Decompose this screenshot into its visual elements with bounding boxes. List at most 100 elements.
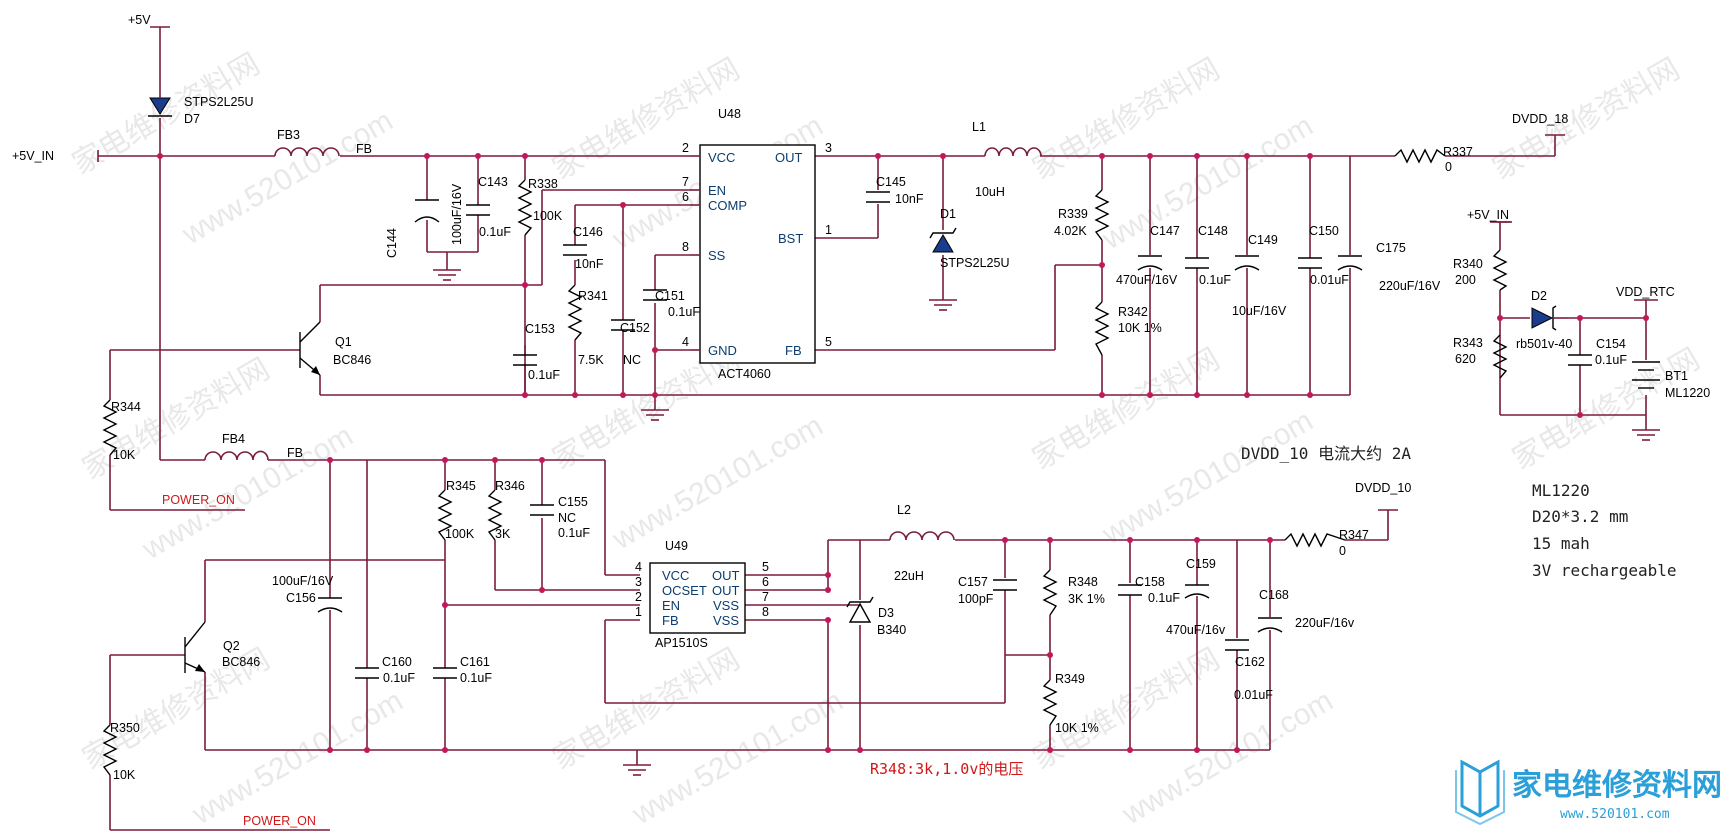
transistor-q2 (184, 621, 206, 673)
label-c160-ref: C160 (382, 655, 412, 669)
capacitor-c148 (1185, 257, 1209, 269)
label-c160-value: 0.1uF (383, 671, 415, 685)
label-l2-ref: L2 (897, 503, 911, 517)
label-c155-value: NC (558, 511, 576, 525)
label-bt1-ref: BT1 (1665, 369, 1688, 383)
note-ml-type: 3V rechargeable (1532, 561, 1677, 580)
label-r348-ref: R348 (1068, 575, 1098, 589)
resistor-r340 (1492, 249, 1508, 291)
label-c161-ref: C161 (460, 655, 490, 669)
capacitor-c150 (1298, 257, 1322, 269)
capacitor-c175 (1337, 255, 1363, 271)
ic-part-ap1510s: AP1510S (655, 636, 708, 650)
capacitor-c149 (1234, 255, 1260, 271)
label-c175-value: 220uF/16V (1379, 279, 1441, 293)
label-c156-value: 100uF/16V (272, 574, 334, 588)
label-r345-ref: R345 (446, 479, 476, 493)
symbols (102, 26, 1660, 776)
watermark-text: 家电维修资料网 (67, 47, 265, 181)
u49-pin-out: OUT (712, 583, 740, 598)
label-r345-value: 100K (445, 527, 475, 541)
u48-pin-fb: FB (785, 343, 802, 358)
net-label-fb: FB (287, 446, 303, 460)
ic-ref-u49: U49 (665, 539, 688, 553)
label-c145-ref: C145 (876, 175, 906, 189)
ic-u48: U48 VCC EN COMP SS GND OUT BST FB 2 7 6 … (682, 107, 832, 381)
label-r344-ref: R344 (111, 400, 141, 414)
resistor-r349 (1042, 679, 1058, 726)
label-d1-ref: D1 (940, 207, 956, 221)
label-c152-value: NC (623, 353, 641, 367)
label-c158-ref: C158 (1135, 575, 1165, 589)
label-c168-ref: C168 (1259, 588, 1289, 602)
u48-pin-bst: BST (778, 231, 803, 246)
label-d2-ref: D2 (1531, 289, 1547, 303)
label-c159-ref: C159 (1186, 557, 1216, 571)
capacitor-c161 (433, 667, 457, 679)
rail-label-dvdd18: DVDD_18 (1512, 112, 1568, 126)
logo-text: 家电维修资料网 (1512, 768, 1722, 803)
label-c154-value: 0.1uF (1595, 353, 1627, 367)
label-c161-value: 0.1uF (460, 671, 492, 685)
diode-d2 (1531, 305, 1568, 331)
diode-d3 (846, 596, 874, 623)
label-c144-value: 100uF/16V (450, 183, 464, 245)
note-ml-capacity: 15 mah (1532, 534, 1590, 553)
capacitor-c153 (513, 354, 537, 366)
resistor-r339 (1094, 189, 1110, 241)
resistor-r338 (517, 179, 533, 236)
resistor-r343 (1492, 334, 1508, 379)
label-r338-value: 100K (533, 209, 563, 223)
capacitor-c160 (355, 667, 379, 679)
label-c152-ref: C152 (620, 321, 650, 335)
battery-bt1 (1632, 361, 1660, 389)
label-c144-ref: C144 (385, 228, 399, 258)
label-r341-ref: R341 (578, 289, 608, 303)
capacitor-c145 (866, 191, 890, 203)
label-c147-value: 470uF/16V (1116, 273, 1178, 287)
u48-pin-vcc: VCC (708, 150, 735, 165)
label-c159-value: 470uF/16v (1166, 623, 1226, 637)
label-c153-value: 0.1uF (528, 368, 560, 382)
net-label-power-on: POWER_ON (243, 814, 316, 828)
label-d3-value: B340 (877, 623, 906, 637)
note-ml1220: ML1220 (1532, 481, 1590, 500)
capacitor-c146 (563, 244, 587, 256)
u49-pin-fb: FB (662, 613, 679, 628)
u49-pin-vcc: VCC (662, 568, 689, 583)
label-c145-value: 10nF (895, 192, 924, 206)
resistor-r341 (567, 284, 583, 341)
capacitor-c168 (1257, 617, 1283, 633)
resistor-r348 (1042, 569, 1058, 616)
watermark-layer: 家电维修资料网 www.520101.com 家电维修资料网 www.52010… (67, 47, 1705, 831)
label-r340-value: 200 (1455, 273, 1476, 287)
label-c156-ref: C156 (286, 591, 316, 605)
capacitor-c162 (1225, 639, 1249, 651)
label-r343-ref: R343 (1453, 336, 1483, 350)
u49-pin-en: EN (662, 598, 680, 613)
rail-label-5v-in: +5V_IN (12, 149, 54, 163)
u48-pin-en: EN (708, 183, 726, 198)
junctions (157, 153, 1649, 753)
label-q1-value: BC846 (333, 353, 371, 367)
u49-pin-num: 7 (762, 590, 769, 604)
capacitor-c147 (1137, 255, 1163, 271)
capacitor-c155 (530, 504, 554, 516)
label-c146-value: 10nF (575, 257, 604, 271)
diode-d7 (148, 88, 172, 117)
u48-pin-out: OUT (775, 150, 803, 165)
rail-label-dvdd10: DVDD_10 (1355, 481, 1411, 495)
capacitor-c143 (466, 204, 490, 216)
label-c158-value: 0.1uF (1148, 591, 1180, 605)
resistor-r347 (1284, 532, 1346, 548)
label-c157-ref: C157 (958, 575, 988, 589)
note-r348-voltage: R348:3k,1.0v的电压 (870, 760, 1023, 778)
label-r337-value: 0 (1445, 160, 1452, 174)
label-r339-value: 4.02K (1054, 224, 1087, 238)
label-c162-ref: C162 (1235, 655, 1265, 669)
u48-pin-num: 4 (682, 335, 689, 349)
rail-label-5v-in-rtc: +5V_IN (1467, 208, 1509, 222)
label-r342-ref: R342 (1118, 305, 1148, 319)
inductor-fb4 (204, 450, 269, 461)
note-ml-size: D20*3.2 mm (1532, 507, 1628, 526)
